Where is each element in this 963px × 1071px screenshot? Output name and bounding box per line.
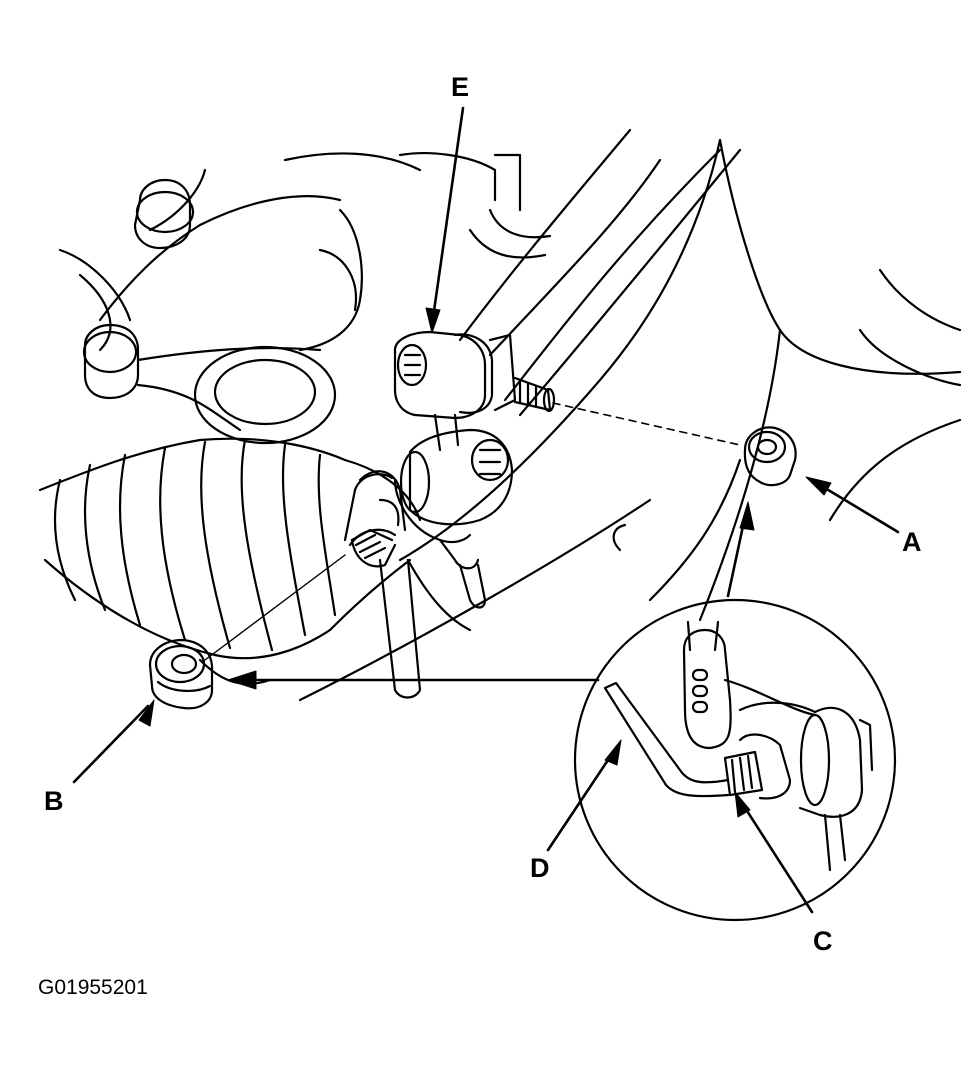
stabilizer-bar (460, 130, 740, 415)
callout-e: E (451, 72, 470, 102)
detail-circle (575, 600, 895, 920)
hex-wrench-d (605, 683, 728, 796)
nut-a-leader-dashed (553, 403, 740, 445)
arrows (74, 108, 898, 912)
callout-c: C (813, 926, 833, 956)
upper-knuckle (60, 170, 362, 443)
figure-code: G01955201 (38, 976, 148, 999)
callout-b: B (44, 786, 64, 816)
arrowheads (139, 308, 831, 817)
callout-d: D (530, 853, 550, 883)
chassis-outline (285, 140, 960, 700)
flange-nut-b (150, 640, 212, 708)
callout-a: A (902, 527, 922, 557)
lower-arm-bracket (345, 471, 470, 697)
detail-joint (684, 622, 872, 870)
flange-nut-a (745, 427, 796, 485)
nut-b-leader (205, 555, 345, 660)
stabilizer-link (395, 332, 554, 608)
